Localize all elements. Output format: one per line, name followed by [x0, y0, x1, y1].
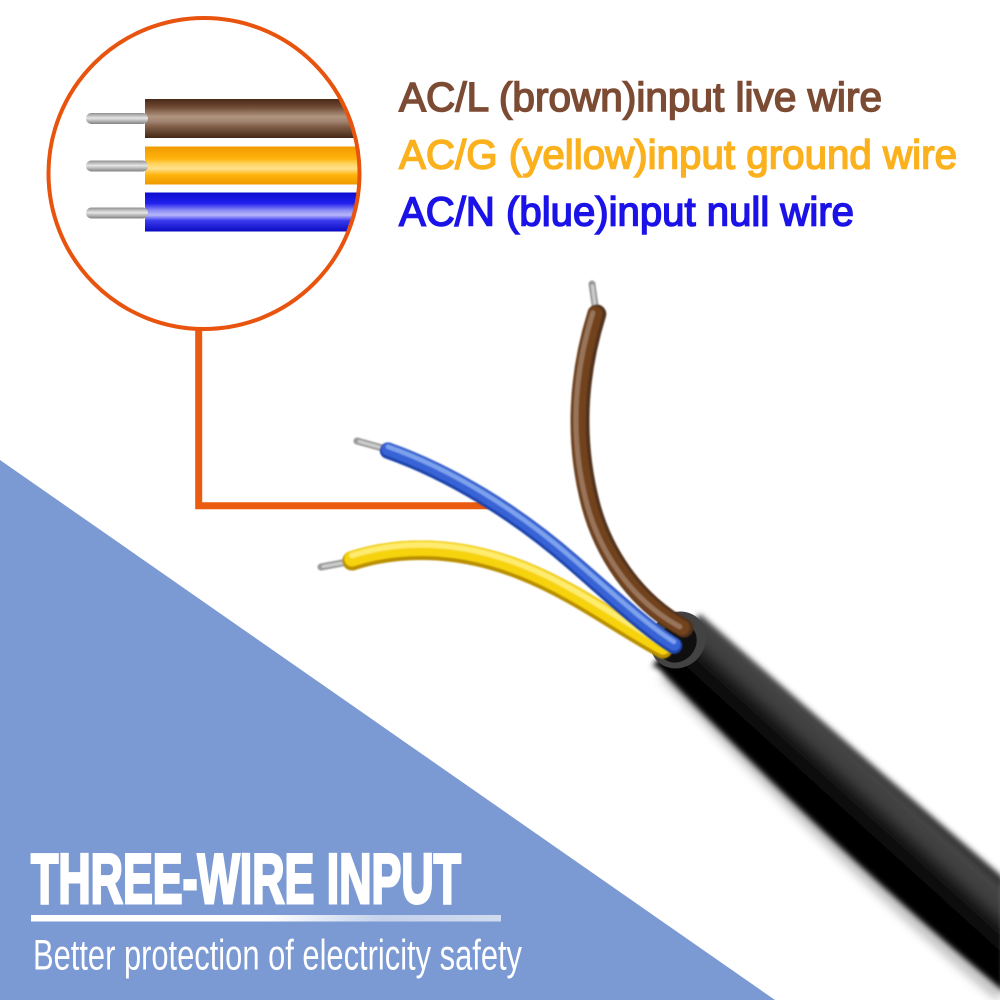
svg-text:AC/G (yellow)input ground wire: AC/G (yellow)input ground wire [399, 132, 957, 178]
svg-text:Better protection of electrici: Better protection of electricity safety [33, 932, 522, 980]
svg-text:AC/L (brown)input live wire: AC/L (brown)input live wire [399, 74, 882, 120]
svg-text:AC/N (blue)input null wire: AC/N (blue)input null wire [399, 189, 854, 235]
svg-text:THREE-WIRE INPUT: THREE-WIRE INPUT [31, 839, 461, 918]
